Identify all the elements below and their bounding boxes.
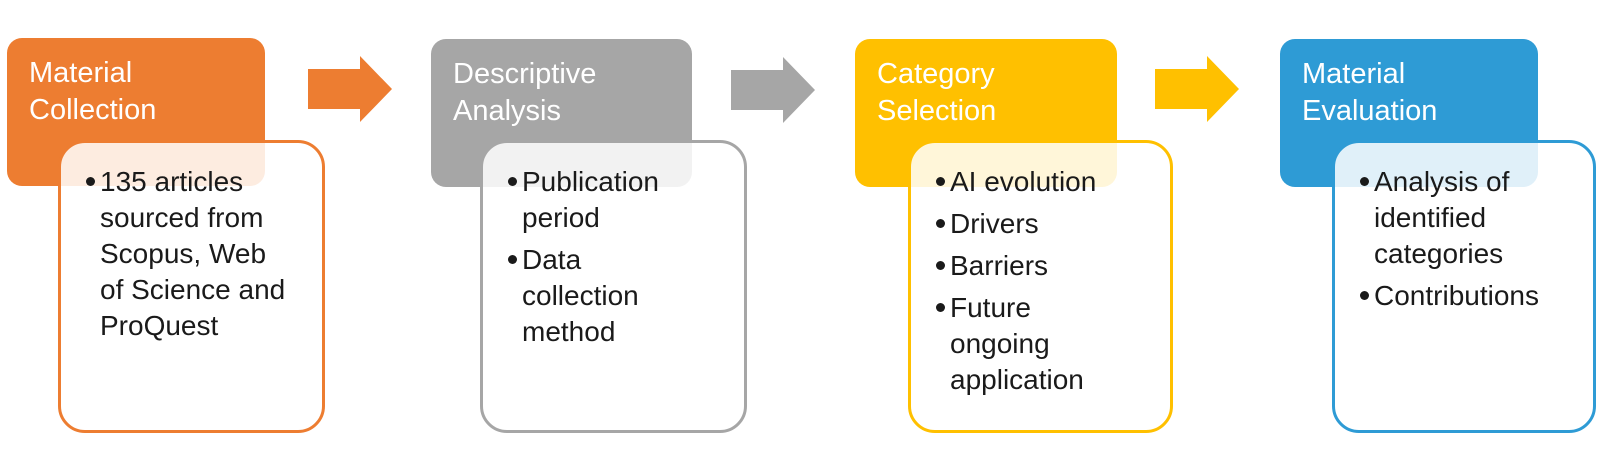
- bullet-dot: [1360, 177, 1369, 186]
- list-item: AI evolution: [936, 164, 1158, 200]
- item-text: Drivers: [950, 208, 1039, 239]
- list-item: 135 articles sourced from Scopus, Web of…: [86, 164, 310, 344]
- bullet-dot: [936, 177, 945, 186]
- stage-content: 135 articles sourced from Scopus, Web of…: [58, 140, 325, 433]
- stage-content: Analysis of identified categories Contri…: [1332, 140, 1596, 433]
- arrow-right-icon: [731, 57, 815, 123]
- item-text: Future ongoing application: [950, 292, 1084, 395]
- bullet-dot: [86, 177, 95, 186]
- stage-title: Category Selection: [877, 58, 997, 127]
- item-text: AI evolution: [950, 166, 1097, 197]
- list-item: Publication period: [508, 164, 732, 236]
- item-text: Barriers: [950, 250, 1049, 281]
- arrow-right-icon: [1155, 56, 1239, 122]
- stage-title: Material Collection: [29, 57, 157, 126]
- item-text: Publication period: [522, 166, 659, 233]
- list-item: Data collection method: [508, 242, 732, 350]
- stage-content: AI evolution Drivers Barriers Future ong…: [908, 140, 1173, 433]
- stage-title: Descriptive Analysis: [453, 58, 597, 127]
- list-item: Future ongoing application: [936, 290, 1158, 398]
- bullet-dot: [1360, 291, 1369, 300]
- bullet-dot: [936, 219, 945, 228]
- bullet-dot: [936, 261, 945, 270]
- list-item: Analysis of identified categories: [1360, 164, 1581, 272]
- item-text: Data collection method: [522, 244, 639, 347]
- list-item: Barriers: [936, 248, 1158, 284]
- item-text: 135 articles sourced from Scopus, Web of…: [100, 166, 286, 341]
- arrow-right-icon: [308, 56, 392, 122]
- stage-title: Material Evaluation: [1302, 58, 1438, 127]
- list-item: Drivers: [936, 206, 1158, 242]
- item-text: Analysis of identified categories: [1374, 166, 1510, 269]
- item-text: Contributions: [1374, 280, 1539, 311]
- bullet-dot: [508, 177, 517, 186]
- bullet-dot: [508, 255, 517, 264]
- bullet-dot: [936, 303, 945, 312]
- stage-content: Publication period Data collection metho…: [480, 140, 747, 433]
- list-item: Contributions: [1360, 278, 1581, 314]
